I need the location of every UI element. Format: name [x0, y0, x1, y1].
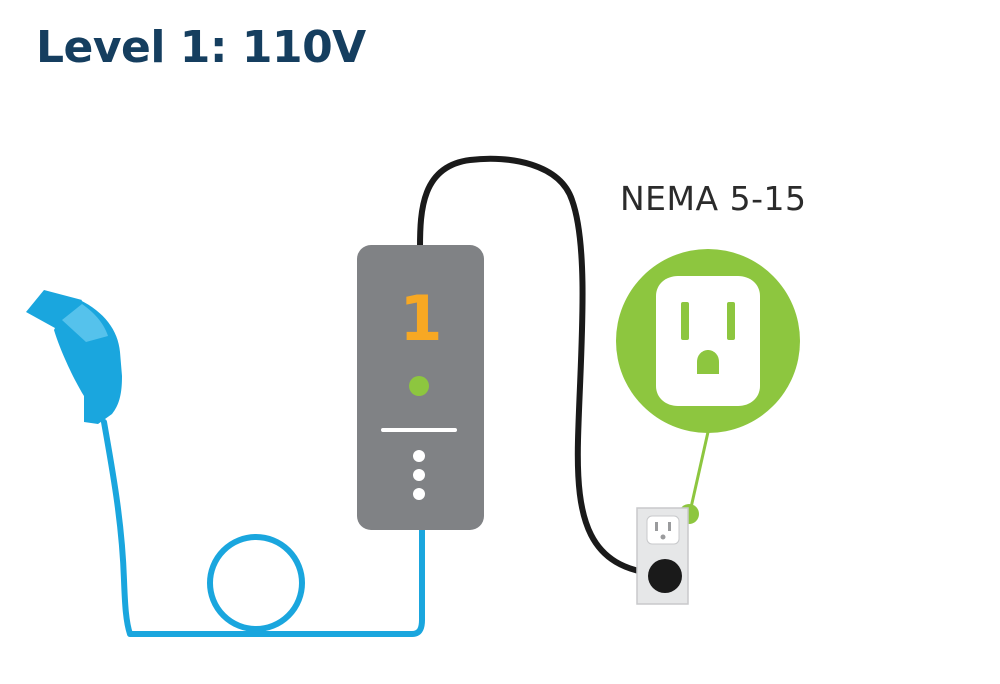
wall-receptacle-face: [646, 515, 680, 545]
cable-loop: [207, 534, 305, 632]
wall-receptacle-slot-left: [655, 522, 658, 531]
callout-line: [688, 431, 710, 513]
outlet-slot-left: [681, 302, 689, 340]
cable-connector-to-loop: [101, 419, 217, 637]
power-cord: [417, 155, 661, 577]
wall-receptacle-ground: [660, 534, 666, 540]
page-title: Level 1: 110V: [36, 22, 366, 73]
outlet-ground-hole: [697, 350, 719, 374]
charger-indicator-dot-3: [413, 488, 425, 500]
wall-outlet-icon: [636, 507, 689, 605]
ev-charging-connector-icon: [26, 290, 122, 424]
wall-receptacle-slot-right: [668, 522, 671, 531]
outlet-face: [656, 276, 760, 406]
connector-highlight: [62, 304, 108, 342]
charger-indicator-dot-1: [413, 450, 425, 462]
portable-charger-unit-icon: 1: [357, 245, 484, 530]
outlet-type-label: NEMA 5-15: [620, 179, 807, 218]
charger-indicator-dot-2: [413, 469, 425, 481]
power-plug: [648, 559, 682, 593]
outlet-slot-right: [727, 302, 735, 340]
charger-level-number: 1: [399, 282, 442, 355]
cable-loop-to-charger: [211, 521, 425, 637]
charger-status-light: [409, 376, 429, 396]
nema-5-15-outlet-icon: [616, 249, 800, 433]
charging-cable: [101, 419, 425, 637]
